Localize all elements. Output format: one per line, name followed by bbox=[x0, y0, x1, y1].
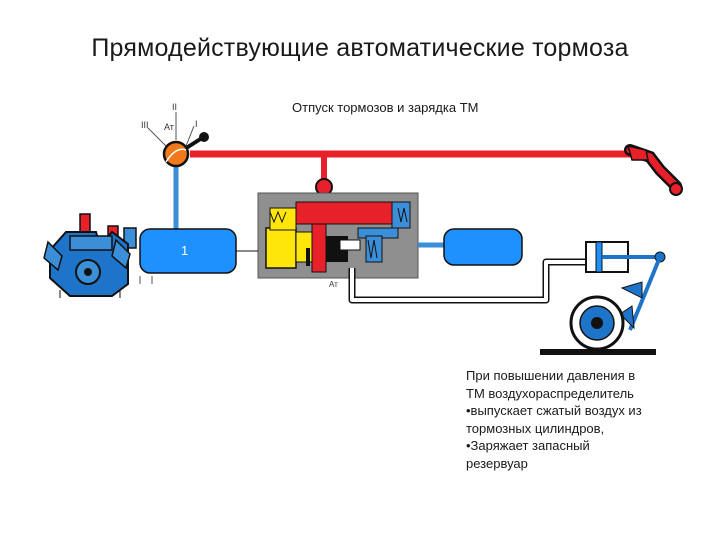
rail bbox=[540, 349, 656, 355]
end-coupling bbox=[669, 182, 683, 196]
brake-lever bbox=[628, 256, 662, 331]
drivers-brake-valve: II III I Ат bbox=[141, 102, 209, 168]
page-title: Прямодействующие автоматические тормоза bbox=[91, 34, 629, 62]
position-label-ii: II bbox=[172, 102, 177, 112]
handle-knob bbox=[199, 132, 209, 142]
compressor bbox=[43, 213, 137, 298]
atmosphere-label-crane: Ат bbox=[164, 122, 174, 132]
position-label-iii: III bbox=[141, 120, 149, 130]
lever-fulcrum bbox=[620, 281, 643, 299]
note-line: ТМ воздухораспределитель bbox=[466, 385, 634, 401]
brake-cylinder-piston bbox=[595, 241, 603, 273]
main-reservoir-label: 1 bbox=[181, 243, 188, 258]
auxiliary-reservoir bbox=[418, 228, 523, 266]
note-line: тормозных цилиндров, bbox=[466, 420, 605, 436]
atmosphere-label-distributor: Ат bbox=[329, 280, 338, 289]
note-line: •Заряжает запасный bbox=[466, 438, 590, 453]
brake-line bbox=[190, 144, 683, 196]
explanation-note: При повышении давления в ТМ воздухораспр… bbox=[466, 367, 706, 472]
auxiliary-reservoir-tank bbox=[443, 228, 523, 266]
note-line: резервуар bbox=[466, 455, 528, 471]
note-line: •выпускает сжатый воздух из bbox=[466, 403, 642, 418]
compressor-valve-left bbox=[79, 213, 91, 233]
position-mark-i bbox=[185, 125, 195, 147]
diagram-subtitle: Отпуск тормозов и зарядка ТМ bbox=[292, 100, 479, 115]
brake-cylinder bbox=[585, 241, 666, 331]
brake-shoe bbox=[619, 305, 635, 330]
distributor-chamber-yellow bbox=[265, 227, 297, 269]
wheel-assembly bbox=[540, 295, 656, 355]
air-distributor: Ат bbox=[236, 192, 419, 289]
note-line: При повышении давления в bbox=[466, 368, 636, 383]
main-reservoir: 1 bbox=[139, 228, 237, 284]
distributor-channel-red bbox=[295, 201, 395, 225]
end-cock bbox=[626, 144, 649, 161]
valve-body bbox=[162, 140, 190, 168]
cylinder-pipe bbox=[348, 258, 586, 304]
position-label-i: I bbox=[195, 119, 198, 129]
distributor-channel-blue bbox=[391, 201, 411, 229]
